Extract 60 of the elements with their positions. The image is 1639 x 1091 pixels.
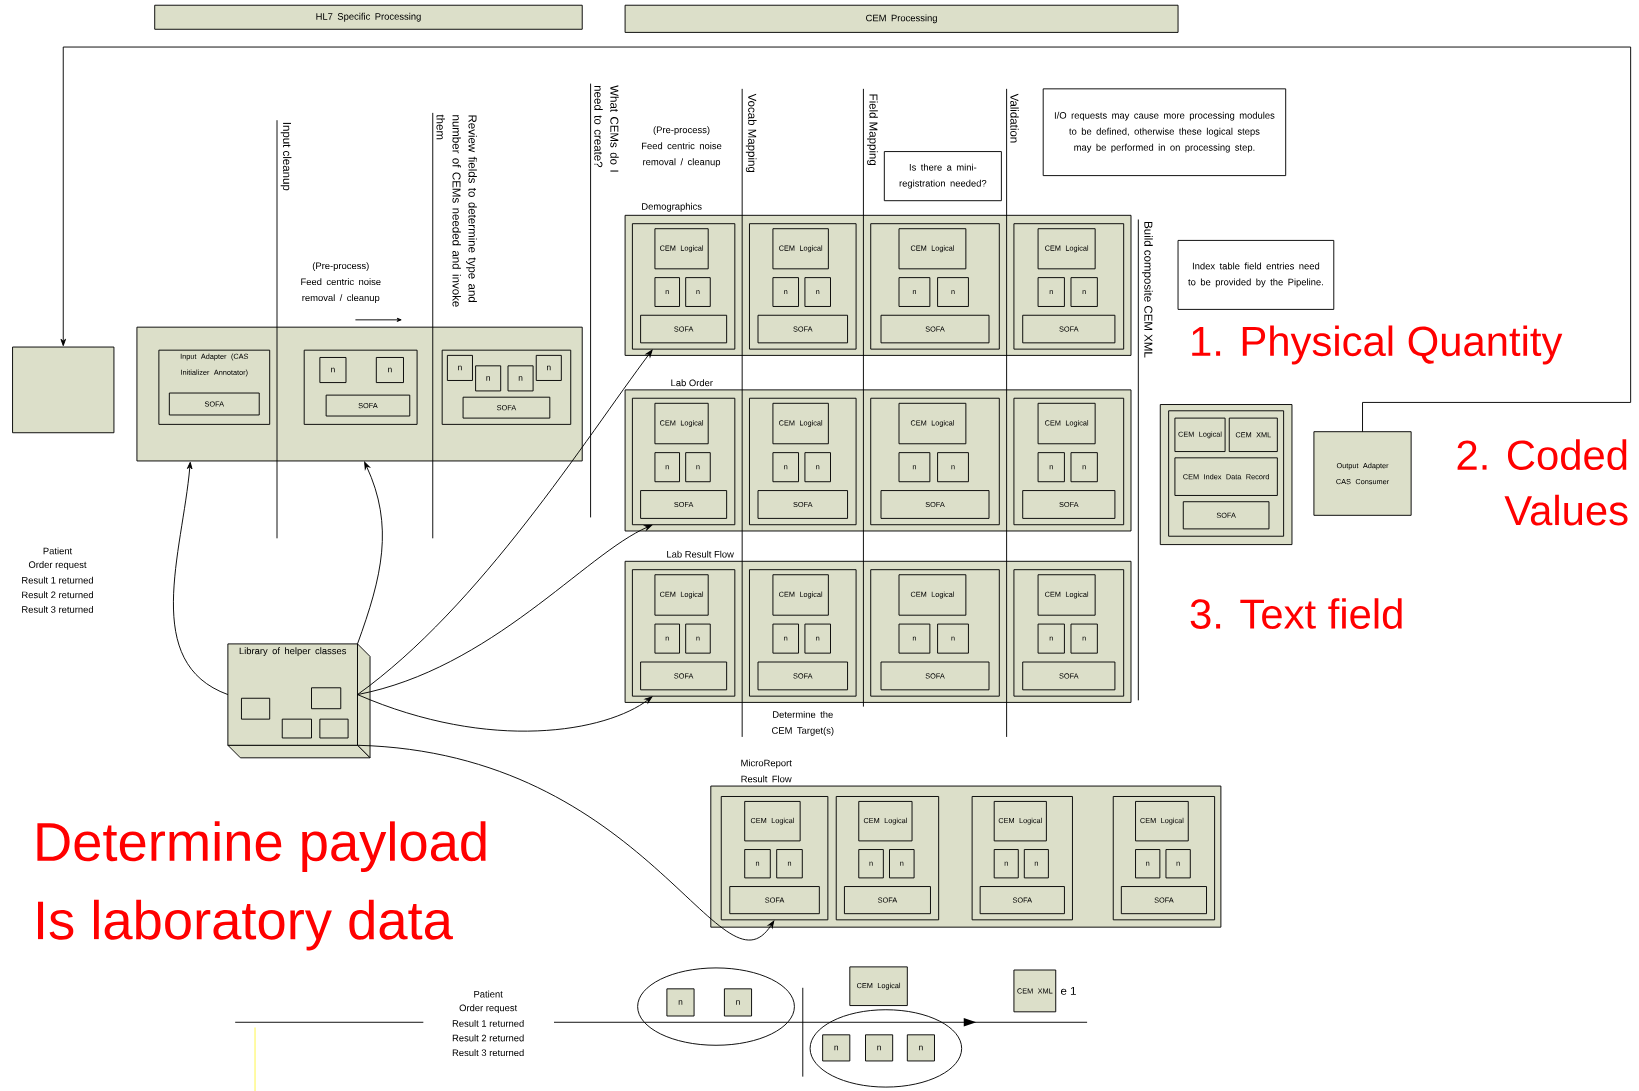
component-box: n (535, 354, 562, 381)
note-box: Is there a mini-registration needed? (883, 150, 1002, 202)
component-box: n (507, 365, 534, 392)
annotation-text: (Pre-process) (653, 126, 710, 135)
connector (357, 744, 775, 940)
system-box (12, 346, 115, 434)
highlight-text: Is laboratory data (38, 899, 453, 951)
component-box: n (865, 1034, 894, 1062)
component-box: n (319, 356, 347, 383)
component-box: n (822, 1034, 851, 1062)
annotation-text: Determine the CEM Target(s) (772, 710, 834, 736)
component-box: n (666, 988, 695, 1017)
annotation-text: (Pre-process) (312, 262, 369, 271)
component-box: n (375, 356, 404, 383)
list-text: Result 2 returned (452, 1034, 524, 1042)
note-box: Index table field entries need to be provided by the Pipeline. (1177, 239, 1335, 310)
column-heading: Review fields to determine type and number of CEMs needed and invoke them (436, 114, 477, 307)
connector (357, 461, 383, 645)
node-label: MicroReport Result Flow (741, 759, 792, 783)
column-heading: Field Mapping (867, 94, 878, 165)
component-box: n (906, 1034, 935, 1062)
list-text: Patient (43, 547, 73, 555)
column-heading: Vocab Mapping (745, 93, 757, 172)
connector (357, 694, 653, 732)
connector (357, 349, 653, 695)
highlight-text: 2. Coded (1457, 439, 1627, 470)
connector (60, 46, 1632, 433)
connector (172, 461, 229, 695)
node-label: e 1 (1060, 986, 1076, 995)
list-text: Result 1 returned (22, 576, 93, 584)
highlight-text: Determine payload (37, 821, 486, 872)
highlight-text: Values (1504, 494, 1628, 526)
highlight-text: 3. Text field (1190, 598, 1402, 629)
highlight-text: 1. Physical Quantity (1192, 325, 1563, 365)
node-label: Lab Result Flow (667, 550, 734, 558)
list-text: Result 3 returned (22, 605, 93, 613)
component-box: n (446, 354, 473, 381)
annotation-text: Feed centric noise removal / cleanup (301, 278, 381, 303)
component-box: n (475, 365, 502, 392)
node-label: Demographics (642, 202, 702, 212)
column-heading: Validation (1010, 93, 1019, 143)
connector (357, 524, 653, 695)
ellipse (637, 967, 795, 1046)
list-text: Result 3 returned (452, 1049, 524, 1056)
library-box: Library of helper classes (227, 643, 371, 759)
node-label: Lab Order (671, 379, 713, 387)
ellipse (809, 1009, 963, 1088)
header-bar: HL7 Specific Processing (154, 4, 583, 30)
list-text: Order request (28, 561, 87, 570)
column-heading: Input cleanup (280, 122, 292, 191)
component-box: n (723, 988, 753, 1017)
list-text: Order request (459, 1004, 518, 1013)
list-text: Result 2 returned (22, 591, 93, 599)
column-heading: What CEMs do I need to create? (594, 85, 619, 172)
column-heading: Build composite CEM XML (1142, 221, 1153, 358)
list-text: Result 1 returned (452, 1019, 524, 1027)
annotation-text: Feed centric noise removal / cleanup (642, 142, 722, 167)
list-text: Patient (474, 990, 503, 998)
header-bar: CEM Processing (624, 4, 1179, 33)
note-box: I/O requests may cause more processing modules to be defined, otherwise these logical steps may be performed in on processing step. (1042, 88, 1287, 176)
